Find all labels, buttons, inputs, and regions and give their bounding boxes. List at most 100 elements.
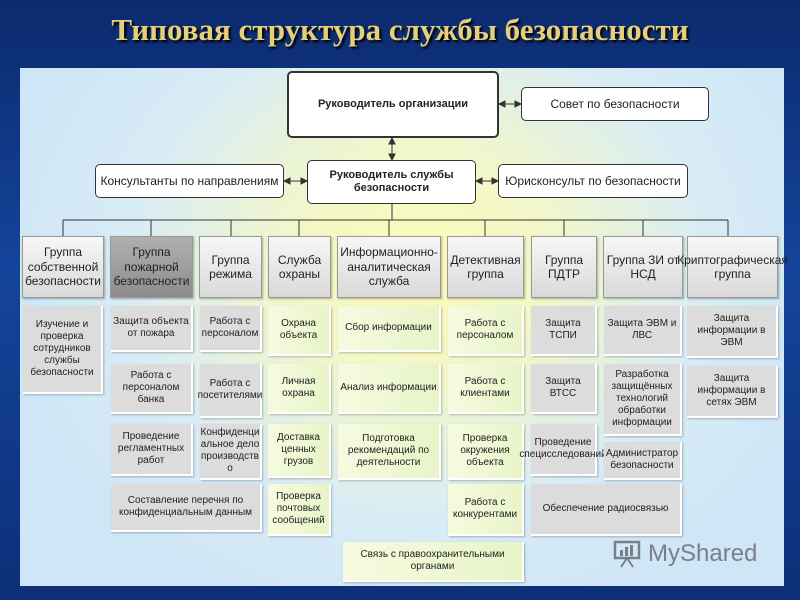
myshared-logo: MyShared bbox=[612, 538, 772, 570]
item-label: Защита ТСПИ bbox=[545, 318, 581, 341]
item-label: Администратор безопасности bbox=[605, 448, 679, 471]
item-card: Работа с персоналом bbox=[448, 306, 524, 356]
item-label: Работа с персоналом bbox=[201, 316, 259, 339]
item-card-wide: Составление перечня по конфиденциальным … bbox=[111, 484, 262, 532]
group-pdtr: Группа ПДТР bbox=[531, 236, 597, 298]
consultants-label: Консультанты по направлениям bbox=[100, 173, 279, 188]
item-label: Анализ информации bbox=[340, 382, 437, 393]
arrow-council-left bbox=[497, 100, 506, 108]
item-card: Защита ТСПИ bbox=[531, 306, 597, 356]
arrow-up-org bbox=[388, 136, 396, 145]
item-label: Доставка ценных грузов bbox=[277, 432, 320, 467]
group-label: Группа ПДТР bbox=[544, 252, 584, 281]
item-label: Проведение специсследований bbox=[519, 437, 607, 460]
group-label: Информационно-аналитическая служба bbox=[340, 245, 438, 289]
item-label: Обеспечение радиосвязью bbox=[542, 503, 669, 514]
page-title: Типовая структура службы безопасности bbox=[111, 12, 689, 47]
item-card: Анализ информации bbox=[338, 364, 441, 414]
item-card: Проведение специсследований bbox=[519, 424, 607, 476]
item-label: Составление перечня по конфиденциальным … bbox=[118, 495, 253, 518]
group-label: Криптографическая группа bbox=[677, 252, 788, 281]
consultants-box: Консультанты по направлениям bbox=[95, 164, 284, 198]
item-card: Охрана объекта bbox=[268, 306, 331, 356]
item-label: Работа с персоналом банка bbox=[122, 370, 180, 405]
org-head-label: Руководитель организации bbox=[317, 97, 469, 110]
security-head-box: Руководитель службы безопасности bbox=[307, 160, 476, 204]
item-card: Работа с конкурентами bbox=[448, 484, 524, 536]
item-card-wide: Обеспечение радиосвязью bbox=[531, 484, 682, 536]
group-label: Группа собственной безопасности bbox=[25, 245, 101, 289]
group-label: Группа пожарной безопасности bbox=[113, 245, 190, 289]
connector-lines bbox=[62, 100, 729, 236]
item-label: Конфиденциальное делопроизводство bbox=[200, 427, 260, 474]
group-crypto: Криптографическая группа bbox=[677, 236, 788, 298]
item-card: Защита ЭВМ и ЛВС bbox=[604, 306, 682, 356]
item-card: Работа с персоналом bbox=[200, 306, 262, 352]
item-label: Проверка окружения объекта bbox=[460, 433, 510, 468]
presentation-icon bbox=[613, 540, 641, 568]
item-label: Проверка почтовых сообщений bbox=[272, 491, 325, 526]
item-card: Работа с персоналом банка bbox=[111, 364, 193, 414]
arrow-lawyer-left bbox=[474, 177, 483, 185]
item-card: Сбор информации bbox=[338, 306, 441, 352]
item-label: Защита информации в сетях ЭВМ bbox=[697, 373, 766, 408]
item-label: Охрана объекта bbox=[279, 318, 318, 341]
item-card: Работа с посетителями bbox=[197, 364, 263, 418]
group-info-analytics: Информационно-аналитическая служба bbox=[337, 236, 441, 298]
lawyer-box: Юрисконсульт по безопасности bbox=[498, 164, 688, 198]
item-label: Сбор информации bbox=[345, 322, 432, 333]
group-detective: Детективная группа bbox=[447, 236, 524, 298]
item-label: Изучение и проверка сотрудников службы б… bbox=[30, 319, 94, 378]
item-label: Работа с конкурентами bbox=[452, 497, 518, 520]
arrow-consult-right bbox=[300, 177, 309, 185]
item-card: Работа с клиентами bbox=[448, 364, 524, 414]
item-card-wide: Связь с правоохранительными органами bbox=[343, 542, 524, 582]
council-box: Совет по безопасности bbox=[521, 87, 709, 121]
item-label: Работа с клиентами bbox=[460, 376, 510, 399]
logo-text: MyShared bbox=[648, 540, 758, 567]
group-guard: Служба охраны bbox=[268, 236, 331, 298]
council-label: Совет по безопасности bbox=[550, 96, 680, 111]
item-card: Защита информации в ЭВМ bbox=[687, 306, 778, 358]
item-label: Работа с посетителями bbox=[197, 378, 263, 401]
item-card: Изучение и проверка сотрудников службы б… bbox=[23, 306, 103, 394]
item-card: Проверка окружения объекта bbox=[448, 424, 524, 480]
arrow-down-security bbox=[388, 153, 396, 162]
item-card: Подготовка рекомендаций по деятельности bbox=[338, 424, 441, 480]
item-label: Защита ВТСС bbox=[545, 376, 581, 399]
item-label: Защита ЭВМ и ЛВС bbox=[607, 318, 677, 341]
group-own-security: Группа собственной безопасности bbox=[22, 236, 104, 298]
item-label: Защита информации в ЭВМ bbox=[697, 313, 766, 348]
item-label: Связь с правоохранительными органами bbox=[360, 549, 505, 572]
security-head-label: Руководитель службы безопасности bbox=[329, 168, 454, 194]
item-card: Администратор безопасности bbox=[604, 442, 682, 480]
item-card: Защита информации в сетях ЭВМ bbox=[687, 366, 778, 418]
item-label: Личная охрана bbox=[281, 376, 316, 399]
org-head-box: Руководитель организации bbox=[287, 71, 499, 138]
item-label: Проведение регламентных работ bbox=[117, 431, 185, 466]
item-label: Работа с персоналом bbox=[456, 318, 514, 341]
item-label: Защита объекта от пожара bbox=[113, 316, 189, 339]
lawyer-label: Юрисконсульт по безопасности bbox=[505, 173, 681, 188]
group-label: Детективная группа bbox=[450, 252, 521, 281]
group-label: Группа ЗИ от НСД bbox=[606, 252, 680, 281]
group-label: Служба охраны bbox=[277, 252, 322, 281]
group-regime: Группа режима bbox=[199, 236, 262, 298]
diagram-canvas: Руководитель организации Совет по безопа… bbox=[20, 68, 788, 586]
group-zi-nsd: Группа ЗИ от НСД bbox=[603, 236, 683, 298]
item-label: Подготовка рекомендаций по деятельности bbox=[347, 433, 430, 468]
item-card: Проверка почтовых сообщений bbox=[268, 484, 331, 536]
item-card: Защита объекта от пожара bbox=[111, 306, 193, 352]
item-card: Разработка защищённых технологий обработ… bbox=[604, 364, 682, 436]
arrow-lawyer-right bbox=[491, 177, 500, 185]
arrow-consult-left bbox=[282, 177, 291, 185]
group-label: Группа режима bbox=[209, 252, 252, 281]
item-card: Доставка ценных грузов bbox=[268, 424, 331, 478]
item-card: Проведение регламентных работ bbox=[111, 424, 193, 476]
item-card: Конфиденциальное делопроизводство bbox=[200, 424, 262, 480]
item-label: Разработка защищённых технологий обработ… bbox=[611, 369, 673, 428]
group-fire-safety: Группа пожарной безопасности bbox=[110, 236, 193, 298]
item-card: Защита ВТСС bbox=[531, 364, 597, 414]
arrow-council-right bbox=[514, 100, 523, 108]
item-card: Личная охрана bbox=[268, 364, 331, 414]
